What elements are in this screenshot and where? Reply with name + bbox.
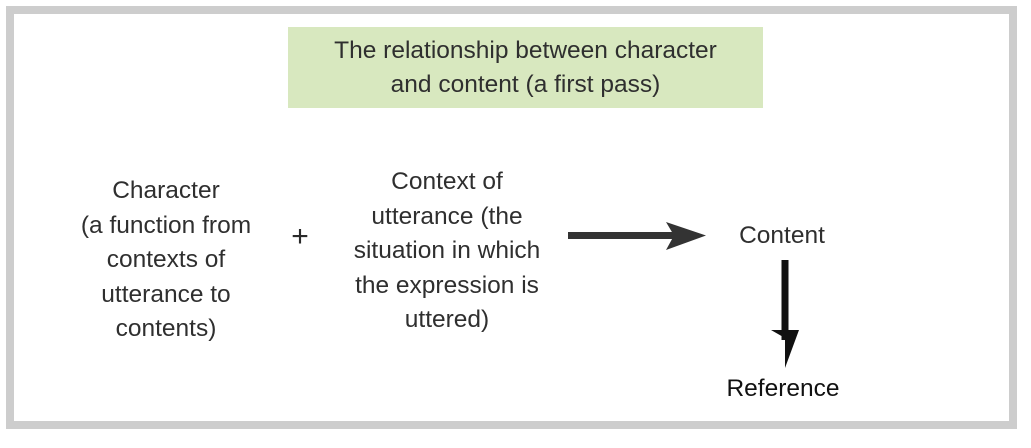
page-title: The relationship between character and c… xyxy=(334,36,717,98)
title-banner: The relationship between character and c… xyxy=(288,27,763,108)
reference-label: Reference xyxy=(726,375,840,402)
character-definition-block: Character (a function from contexts of u… xyxy=(80,177,252,342)
context-of-utterance-block: Context of utterance (the situation in w… xyxy=(353,168,541,333)
content-label: Content xyxy=(739,222,825,249)
plus-operator: + xyxy=(291,220,309,253)
arrow-right-icon xyxy=(566,214,708,258)
arrow-down-icon xyxy=(762,258,808,370)
